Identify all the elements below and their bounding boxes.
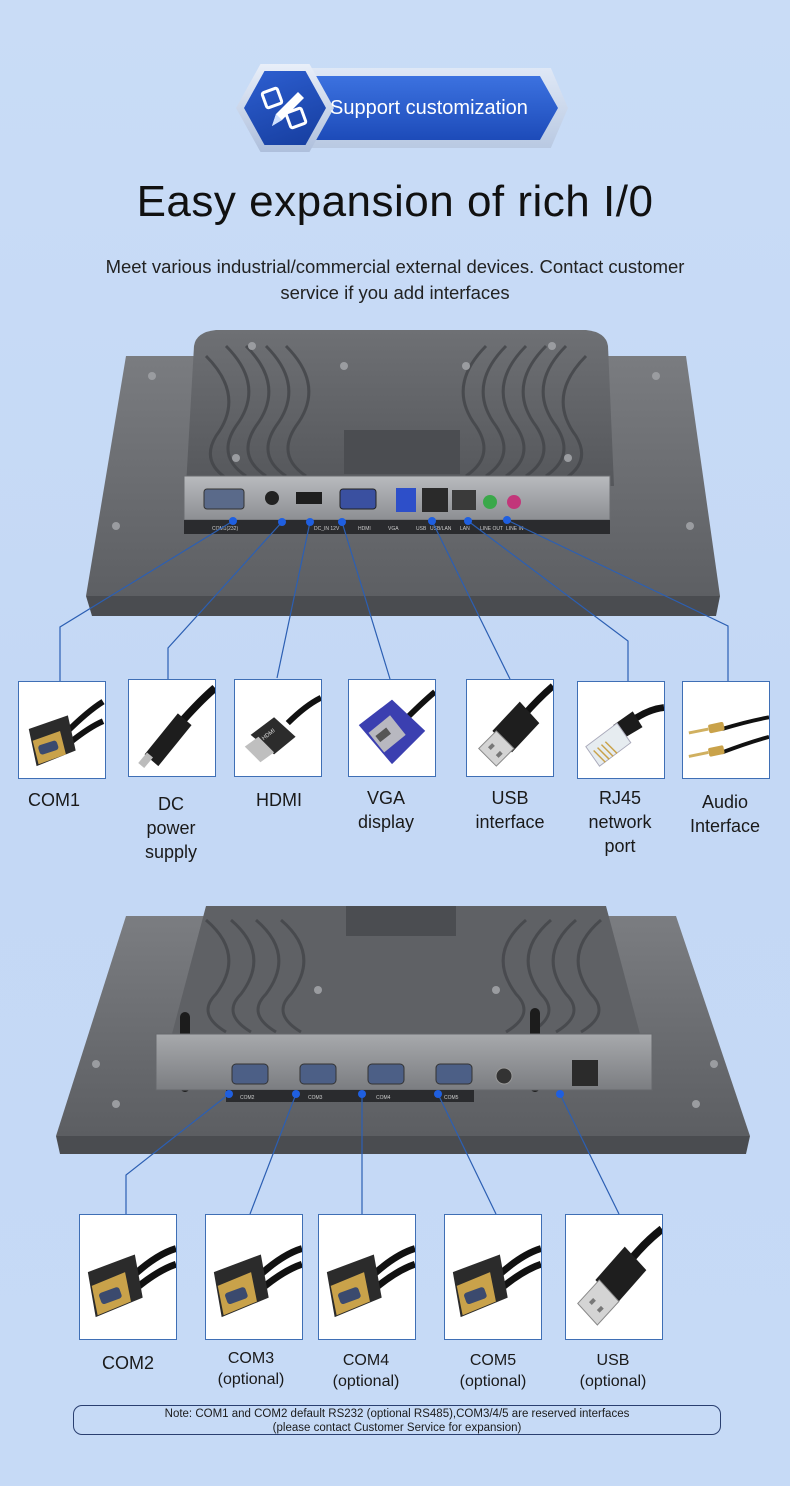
port-label-com4: COM4 (optional) bbox=[332, 1352, 400, 1390]
silk-com2: COM2 bbox=[240, 1095, 255, 1101]
port-label-usb-optional: USB (optional) bbox=[579, 1352, 647, 1390]
panel-pc-rear-1: COM1(232) DC_IN 12V HDMI VGA USB USB/LAN… bbox=[86, 330, 720, 616]
port-label-dc: DC power supply bbox=[144, 794, 198, 862]
silk-com3: COM3 bbox=[308, 1095, 323, 1101]
silk-com5: COM5 bbox=[444, 1095, 459, 1101]
dc-jack bbox=[265, 491, 279, 505]
banner-pill bbox=[300, 76, 558, 140]
port-card-com1 bbox=[18, 681, 106, 779]
usb-cable-icon bbox=[577, 1225, 662, 1326]
port-label-audio: Audio Interface bbox=[689, 792, 761, 836]
silk-usb-lan: USB/LAN bbox=[430, 526, 452, 532]
rj45-cable-icon bbox=[585, 704, 664, 767]
port-label-com5: COM5 (optional) bbox=[459, 1352, 527, 1390]
banner-text: Support customization bbox=[330, 97, 528, 119]
page-title: Easy expansion of rich I/0 bbox=[136, 177, 654, 226]
port-card-com2 bbox=[79, 1214, 177, 1340]
port-card-com5 bbox=[444, 1214, 542, 1340]
page-subtitle: Meet various industrial/commercial exter… bbox=[105, 256, 685, 303]
com3-port bbox=[299, 1063, 337, 1085]
hdmi-port bbox=[296, 492, 322, 504]
port-label-com2: COM2 bbox=[101, 1353, 154, 1373]
usb-port bbox=[572, 1060, 598, 1086]
power-button bbox=[495, 1067, 513, 1085]
silk-com1: COM1(232) bbox=[212, 526, 238, 532]
note-line-2: (please contact Customer Service for exp… bbox=[272, 1422, 522, 1434]
db9-serial-cable-icon bbox=[213, 1245, 302, 1318]
port-label-usb: USB interface bbox=[475, 788, 545, 832]
port-card-vga bbox=[348, 679, 436, 777]
com5-port bbox=[435, 1063, 473, 1085]
vga-port bbox=[339, 488, 377, 510]
vga-cable-icon bbox=[358, 689, 435, 765]
panel-pc-rear-2: COM2 COM3 COM4 COM5 bbox=[56, 906, 750, 1154]
port-card-dc bbox=[128, 679, 216, 777]
silk-usb: USB bbox=[416, 526, 427, 532]
design-pencil-icon bbox=[260, 86, 308, 130]
port-card-com3 bbox=[205, 1214, 303, 1340]
label-plate bbox=[346, 906, 456, 936]
port-card-com4 bbox=[318, 1214, 416, 1340]
silk-hdmi: HDMI bbox=[358, 526, 371, 532]
com4-port bbox=[367, 1063, 405, 1085]
silk-com4: COM4 bbox=[376, 1095, 391, 1101]
port-label-com3: COM3 (optional) bbox=[217, 1350, 285, 1388]
com2-port bbox=[231, 1063, 269, 1085]
silk-vga: VGA bbox=[388, 526, 399, 532]
line-out-jack bbox=[483, 495, 497, 509]
com1-port bbox=[203, 488, 245, 510]
dc-power-plug-icon bbox=[138, 684, 215, 769]
port-label-hdmi: HDMI bbox=[256, 790, 302, 810]
db9-serial-cable-icon bbox=[452, 1245, 541, 1318]
port-card-audio bbox=[682, 681, 770, 779]
silk-line-out: LINE OUT bbox=[480, 526, 503, 532]
port-card-hdmi: HDMI bbox=[234, 679, 322, 777]
port-label-com1: COM1 bbox=[27, 790, 80, 810]
usb-cable-icon bbox=[478, 683, 553, 767]
audio-jack-cable-icon bbox=[688, 715, 769, 758]
label-plate bbox=[344, 430, 460, 474]
port-card-usb bbox=[466, 679, 554, 777]
port-card-rj45 bbox=[577, 681, 665, 779]
note-box: Note: COM1 and COM2 default RS232 (optio… bbox=[73, 1405, 721, 1435]
heatsink bbox=[186, 330, 614, 486]
usb-port-1 bbox=[396, 488, 416, 512]
silk-lan: LAN bbox=[460, 526, 470, 532]
port-card-usb-optional bbox=[565, 1214, 663, 1340]
hdmi-cable-icon: HDMI bbox=[244, 695, 321, 763]
db9-serial-cable-icon bbox=[326, 1245, 415, 1318]
usb-port-2 bbox=[422, 488, 448, 512]
port-label-vga: VGA display bbox=[357, 788, 415, 832]
line-in-jack bbox=[507, 495, 521, 509]
lan-port bbox=[452, 490, 476, 510]
db9-serial-cable-icon bbox=[28, 699, 105, 767]
silk-dc: DC_IN 12V bbox=[314, 526, 340, 532]
note-line-1: Note: COM1 and COM2 default RS232 (optio… bbox=[164, 1408, 630, 1420]
silk-line-in: LINE IN bbox=[506, 526, 524, 532]
port-label-rj45: RJ45 network port bbox=[588, 788, 652, 856]
io-silkscreen-strip bbox=[226, 1090, 474, 1102]
db9-serial-cable-icon bbox=[87, 1245, 176, 1318]
